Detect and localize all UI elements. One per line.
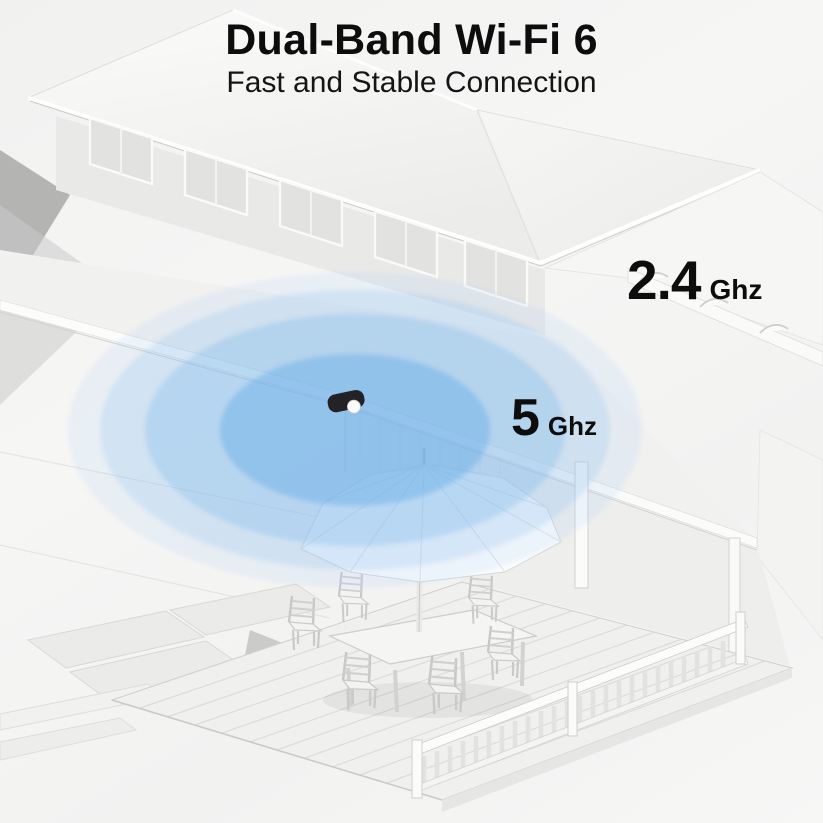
- label-2-4ghz: 2.4 Ghz: [627, 253, 762, 308]
- right-structure: [543, 171, 823, 641]
- band-2-4-unit: Ghz: [709, 274, 763, 305]
- wifi-coverage-rings: [68, 272, 642, 588]
- wifi-device: [327, 389, 365, 414]
- band-5-unit: Ghz: [547, 411, 598, 441]
- label-5ghz: 5 Ghz: [511, 392, 597, 444]
- deck-railing: [411, 611, 749, 799]
- headline-block: Dual-Band Wi-Fi 6 Fast and Stable Connec…: [0, 16, 823, 100]
- band-2-4-value: 2.4: [627, 249, 701, 311]
- page-subtitle: Fast and Stable Connection: [226, 66, 597, 99]
- band-5-value: 5: [511, 389, 540, 447]
- wifi-ring-inner: [220, 354, 490, 506]
- page-title: Dual-Band Wi-Fi 6: [225, 16, 598, 64]
